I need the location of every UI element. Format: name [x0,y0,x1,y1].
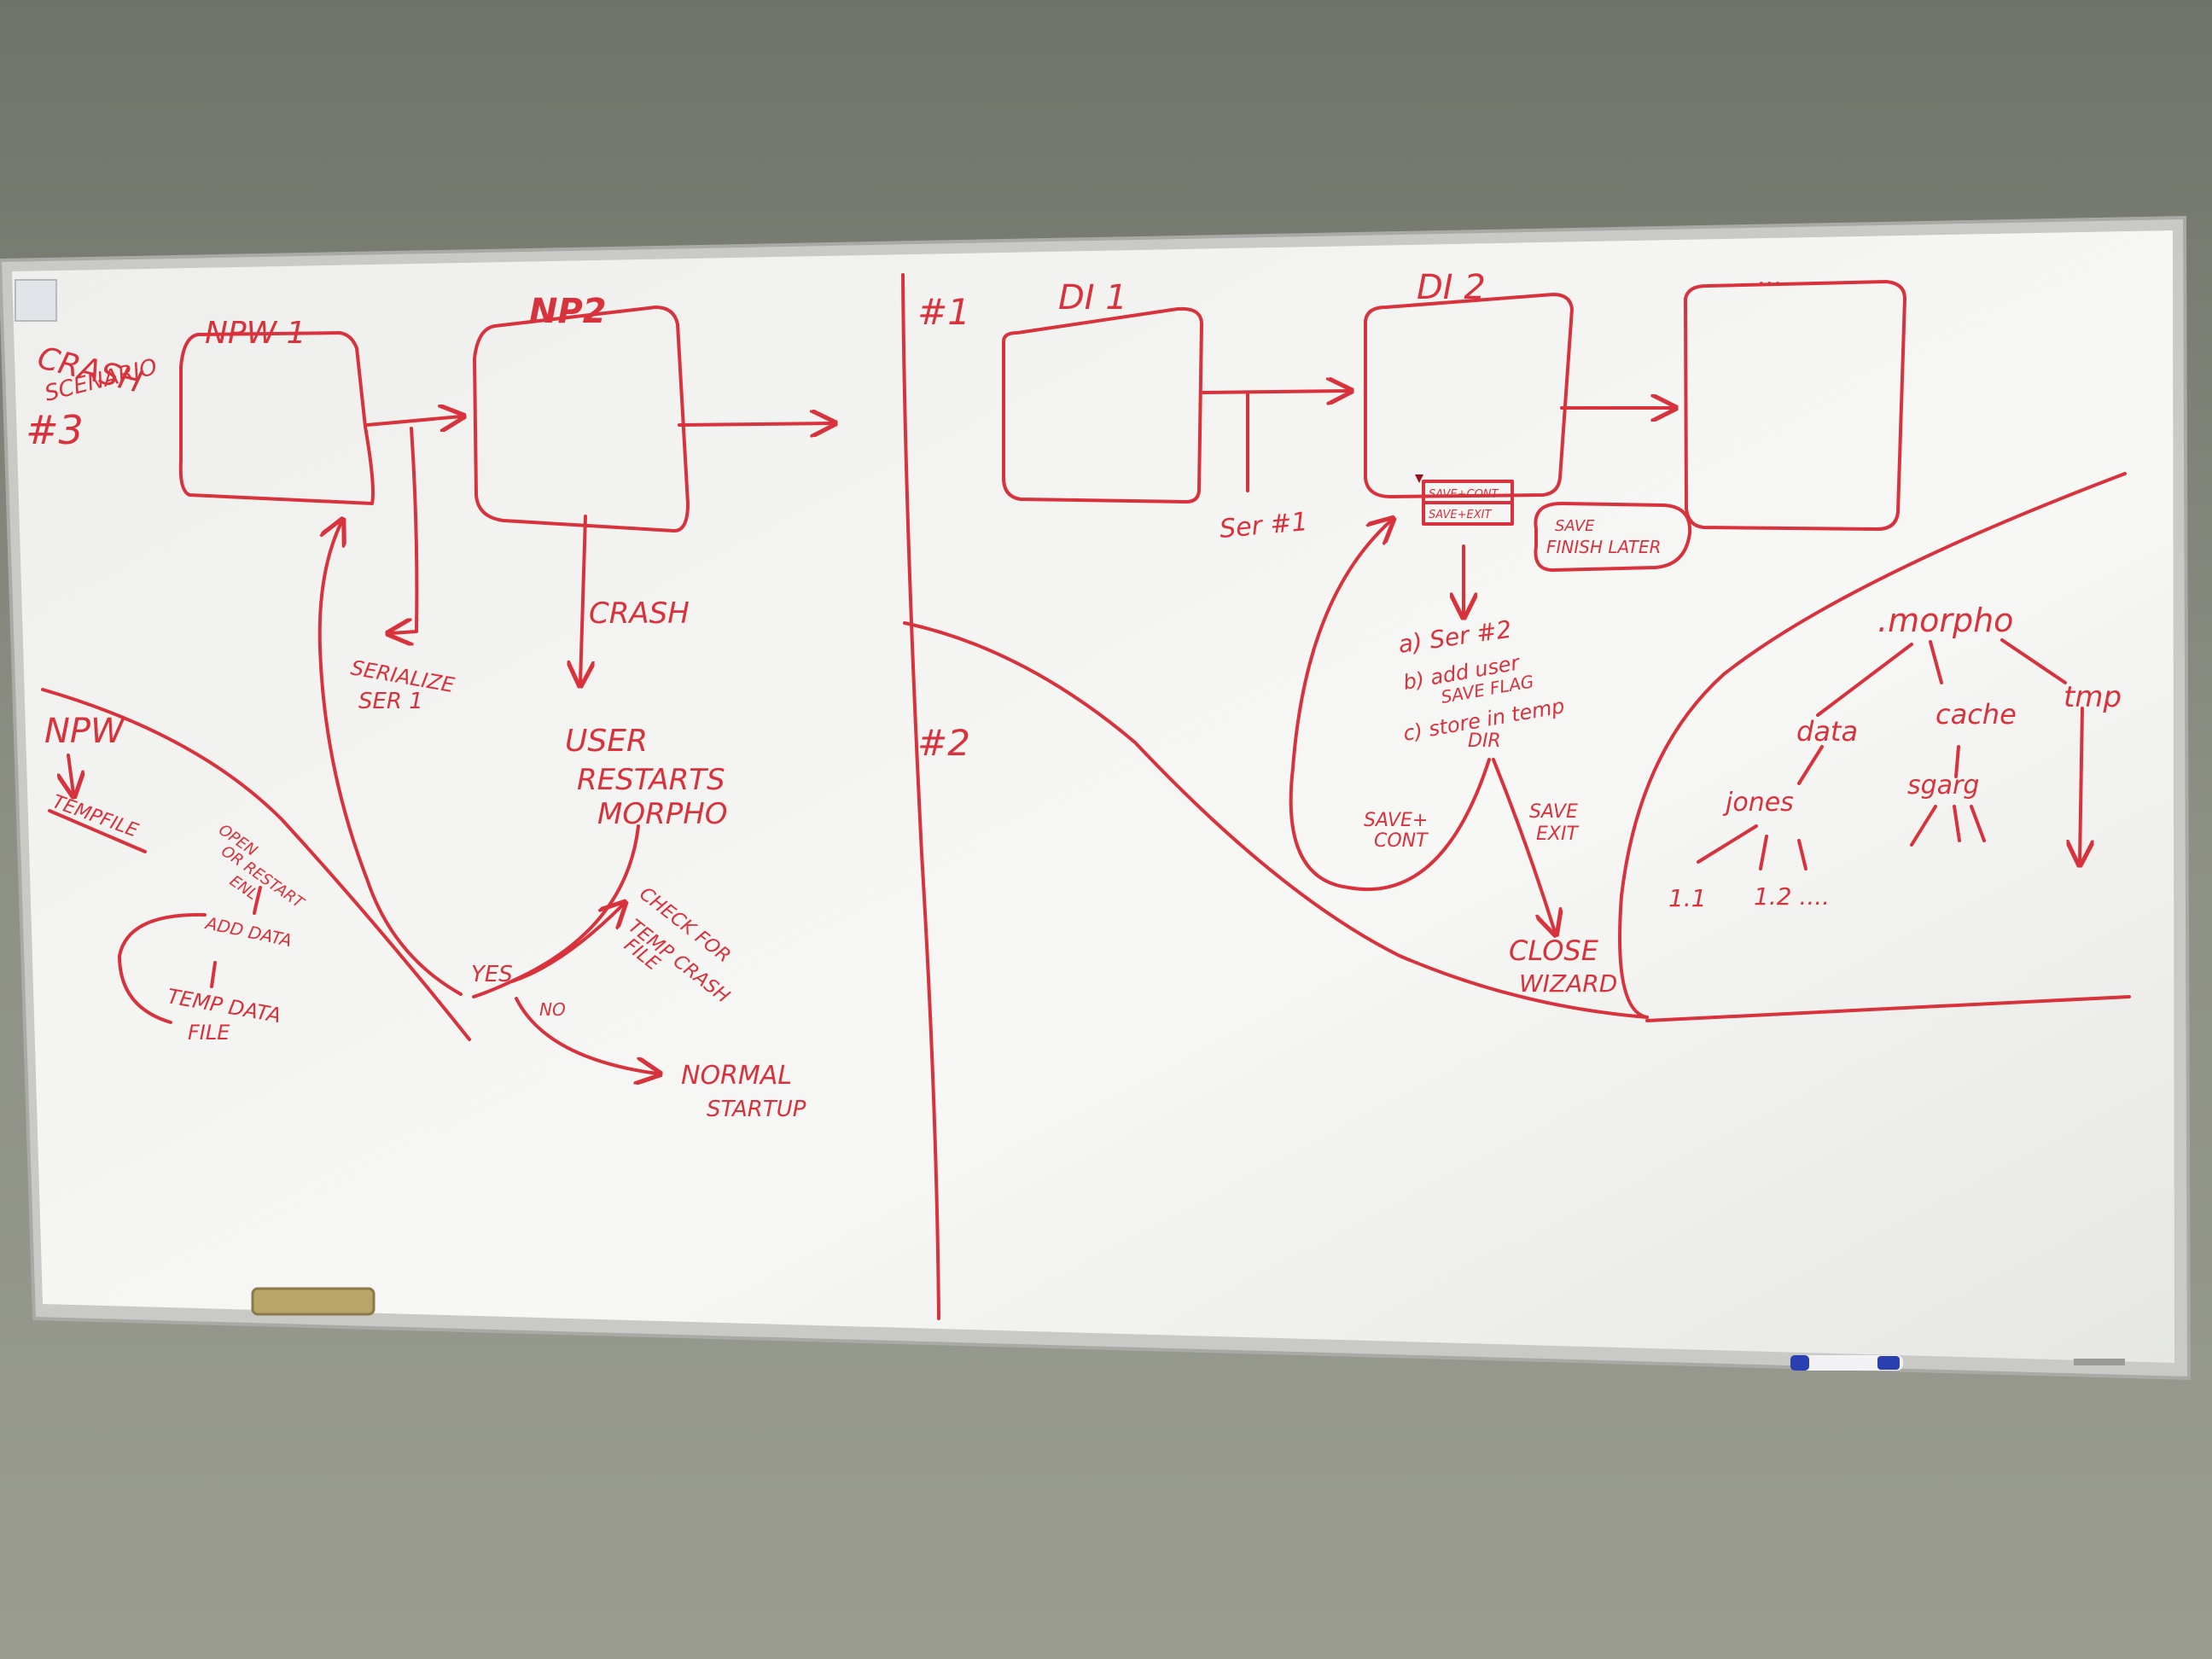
save-exit-line1: SAVE [1529,801,1578,823]
user-restarts-line3: MORPHO [597,797,728,831]
save-finish-line2: FINISH LATER [1546,537,1661,557]
tree-cache: cache [1936,698,2017,731]
tree-jones: jones [1722,788,1794,818]
button-label-2: SAVE+EXIT [1429,509,1492,521]
step-c2: DIR [1468,731,1501,752]
eraser [251,1287,375,1316]
blue-marker [1790,1355,1903,1371]
yes-label: YES [471,962,513,987]
tree-sgarg: sgarg [1907,771,1979,800]
section1-label: #1 [917,291,970,333]
tray-slot [2074,1359,2125,1365]
tree-tmp: tmp [2064,680,2122,714]
normal-startup-line2: STARTUP [707,1097,806,1122]
di2-title: DI 2 [1417,268,1486,307]
board-label-sticker [15,279,57,322]
save-finish-line1: SAVE [1555,517,1595,535]
save-cont-line2: CONT [1374,830,1429,852]
tree-data: data [1796,715,1858,748]
user-restarts-line1: USER [565,724,648,759]
scenario-title-line3: #3 [26,407,84,453]
tree-leaf-2: 1.2 .... [1754,882,1830,911]
npw1-title: NPW 1 [205,316,306,351]
save-exit-line2: EXIT [1536,824,1579,845]
tree-leaf-1: 1.1 [1668,884,1707,912]
serialize-line2: SER 1 [358,689,423,714]
right-diagram-strokes [903,280,2131,1022]
normal-startup-line1: NORMAL [681,1061,792,1091]
di2-marker-dot [1415,474,1423,483]
box3-title: ... [1758,262,1783,292]
section2-label: #2 [917,722,970,764]
board-surface [12,230,2174,1363]
close-wizard-line2: WIZARD [1519,969,1617,998]
button-label-1: SAVE+CONT [1429,488,1499,501]
temp-data-line2: FILE [188,1021,230,1045]
left-diagram-strokes [41,273,940,1320]
di1-title: DI 1 [1058,278,1127,317]
close-wizard-line1: CLOSE [1509,934,1599,967]
npw-label: NPW [44,712,125,751]
tree-root: .morpho [1877,602,2013,639]
save-cont-line1: SAVE+ [1364,810,1428,831]
crash-label: CRASH [589,597,690,631]
user-restarts-line2: RESTARTS [577,763,725,797]
np2-title: NP2 [529,292,607,331]
no-label: NO [539,999,566,1020]
